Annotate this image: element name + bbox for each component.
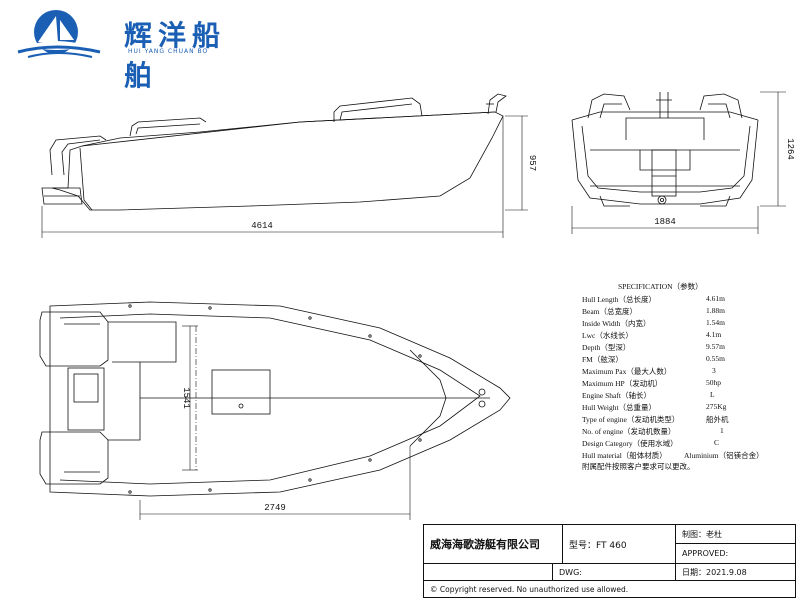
spec-value: 0.55m <box>706 354 725 363</box>
spec-label: No. of engine（发动机数量） <box>582 427 676 436</box>
drawn-by: 制图：老杜 <box>675 524 796 544</box>
spec-value: 275Kg <box>706 402 727 411</box>
approved-field: APPROVED: <box>675 543 796 564</box>
model-number: 型号：FT 460 <box>562 524 676 564</box>
spec-value: 9.57m <box>706 342 725 351</box>
dim-top-length: 2749 <box>264 503 286 513</box>
spec-label: Type of engine（发动机类型） <box>582 415 680 424</box>
dim-front-beam: 1884 <box>654 217 676 227</box>
company-name: 威海海歌游艇有限公司 <box>423 524 563 564</box>
dim-side-height: 957 <box>527 155 537 171</box>
spec-label: FM（舷深） <box>582 355 623 364</box>
spec-label: Depth（型深） <box>582 343 631 352</box>
spec-value: L <box>710 390 715 399</box>
spec-label: Engine Shaft（轴长） <box>582 391 651 400</box>
front-view <box>571 92 759 207</box>
spec-value: 1 <box>720 426 724 435</box>
spec-label: Hull material（船体材质） <box>582 451 667 460</box>
top-dimensions <box>139 325 411 520</box>
spec-value: 50hp <box>706 378 721 387</box>
top-view <box>39 301 511 497</box>
spec-value: 船外机 <box>706 415 729 424</box>
spec-label: Maximum HP（发动机） <box>582 379 663 388</box>
dwg-field: DWG: <box>552 563 676 581</box>
spec-value: 1.54m <box>706 318 725 327</box>
spec-title: SPECIFICATION（参数） <box>618 282 703 291</box>
spec-note: 附属配件按照客户要求可以更改。 <box>582 462 695 471</box>
spec-value: 4.1m <box>706 330 722 339</box>
date-field: 日期：2021.9.08 <box>675 563 796 581</box>
dim-front-height: 1264 <box>785 138 795 160</box>
spec-label: Hull Weight（总重量） <box>582 403 657 412</box>
spec-label: Beam（总宽度） <box>582 307 637 316</box>
blank-cell <box>423 563 553 581</box>
spec-value: 4.61m <box>706 294 725 303</box>
spec-value: Aluminium（铝镁合金） <box>684 451 764 460</box>
title-block: 威海海歌游艇有限公司 型号：FT 460 制图：老杜 APPROVED: DWG… <box>423 524 796 598</box>
brand-logo: 辉洋船舶 HUI YANG CHUAN BO <box>8 8 258 92</box>
spec-label: Inside Width（内宽） <box>582 319 651 328</box>
spec-value: C <box>714 438 720 447</box>
dim-top-width: 1541 <box>181 387 191 409</box>
front-dimensions <box>571 91 786 234</box>
spec-value: 3 <box>712 366 716 375</box>
spec-label: Hull Length（总长度） <box>582 295 656 304</box>
brand-subtitle: HUI YANG CHUAN BO <box>128 48 209 55</box>
spec-label: Maximum Pax（最大人数） <box>582 367 672 376</box>
spec-label: Lwc（水线长） <box>582 331 633 340</box>
brand-name: 辉洋船舶 <box>124 19 227 92</box>
boat-logo-icon <box>17 10 101 58</box>
side-view <box>41 93 507 211</box>
side-dimensions <box>41 115 528 238</box>
spec-value: 1.88m <box>706 306 725 315</box>
copyright-notice: © Copyright reserved. No unauthorized us… <box>423 580 796 598</box>
spec-label: Design Category（使用水域） <box>582 439 678 448</box>
dim-side-length: 4614 <box>251 221 273 231</box>
